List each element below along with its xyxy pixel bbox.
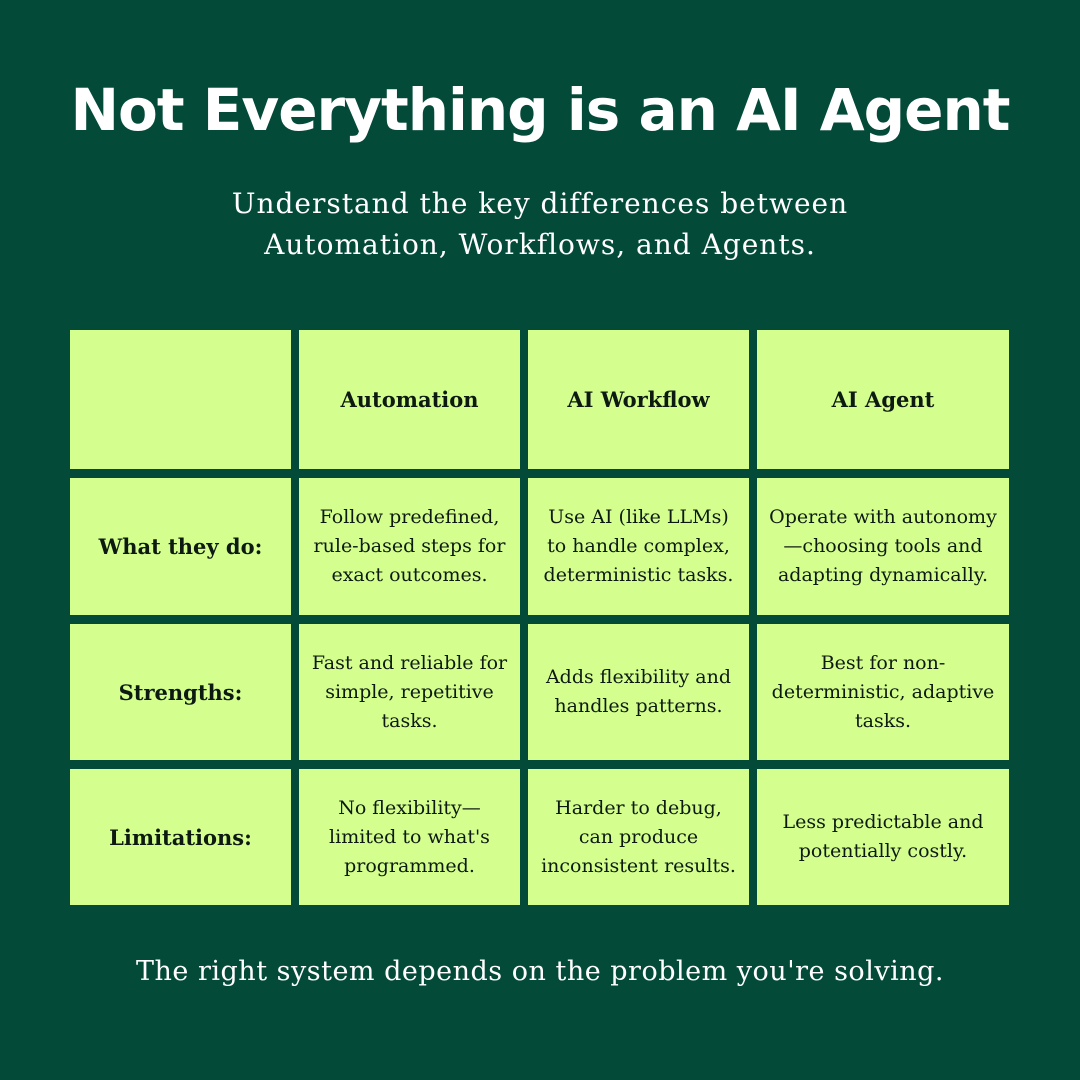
page-subtitle: Understand the key differences between A…	[231, 187, 849, 261]
table-cell: Harder to debug, can produce inconsisten…	[528, 769, 749, 905]
table-cell: Fast and reliable for simple, repetitive…	[299, 624, 520, 760]
column-header-automation: Automation	[299, 330, 520, 469]
table-cell: No flexibility—limited to what's program…	[299, 769, 520, 905]
footer-note: The right system depends on the problem …	[136, 956, 944, 987]
row-header-what-they-do: What they do:	[70, 478, 291, 615]
row-header-strengths: Strengths:	[70, 624, 291, 760]
table-cell: Less predictable and potentially costly.	[757, 769, 1009, 905]
table-cell: Operate with autonomy—choosing tools and…	[757, 478, 1009, 615]
column-header-ai-workflow: AI Workflow	[528, 330, 749, 469]
comparison-table: Automation AI Workflow AI Agent What the…	[70, 330, 1010, 905]
table-cell: Use AI (like LLMs) to handle complex, de…	[528, 478, 749, 615]
page-title: Not Everything is an AI Agent	[70, 76, 1010, 144]
table-cell: Best for non-deterministic, adaptive tas…	[757, 624, 1009, 760]
table-cell: Adds flexibility and handles patterns.	[528, 624, 749, 760]
table-corner-cell	[70, 330, 291, 469]
table-cell: Follow predefined, rule-based steps for …	[299, 478, 520, 615]
row-header-limitations: Limitations:	[70, 769, 291, 905]
column-header-ai-agent: AI Agent	[757, 330, 1009, 469]
